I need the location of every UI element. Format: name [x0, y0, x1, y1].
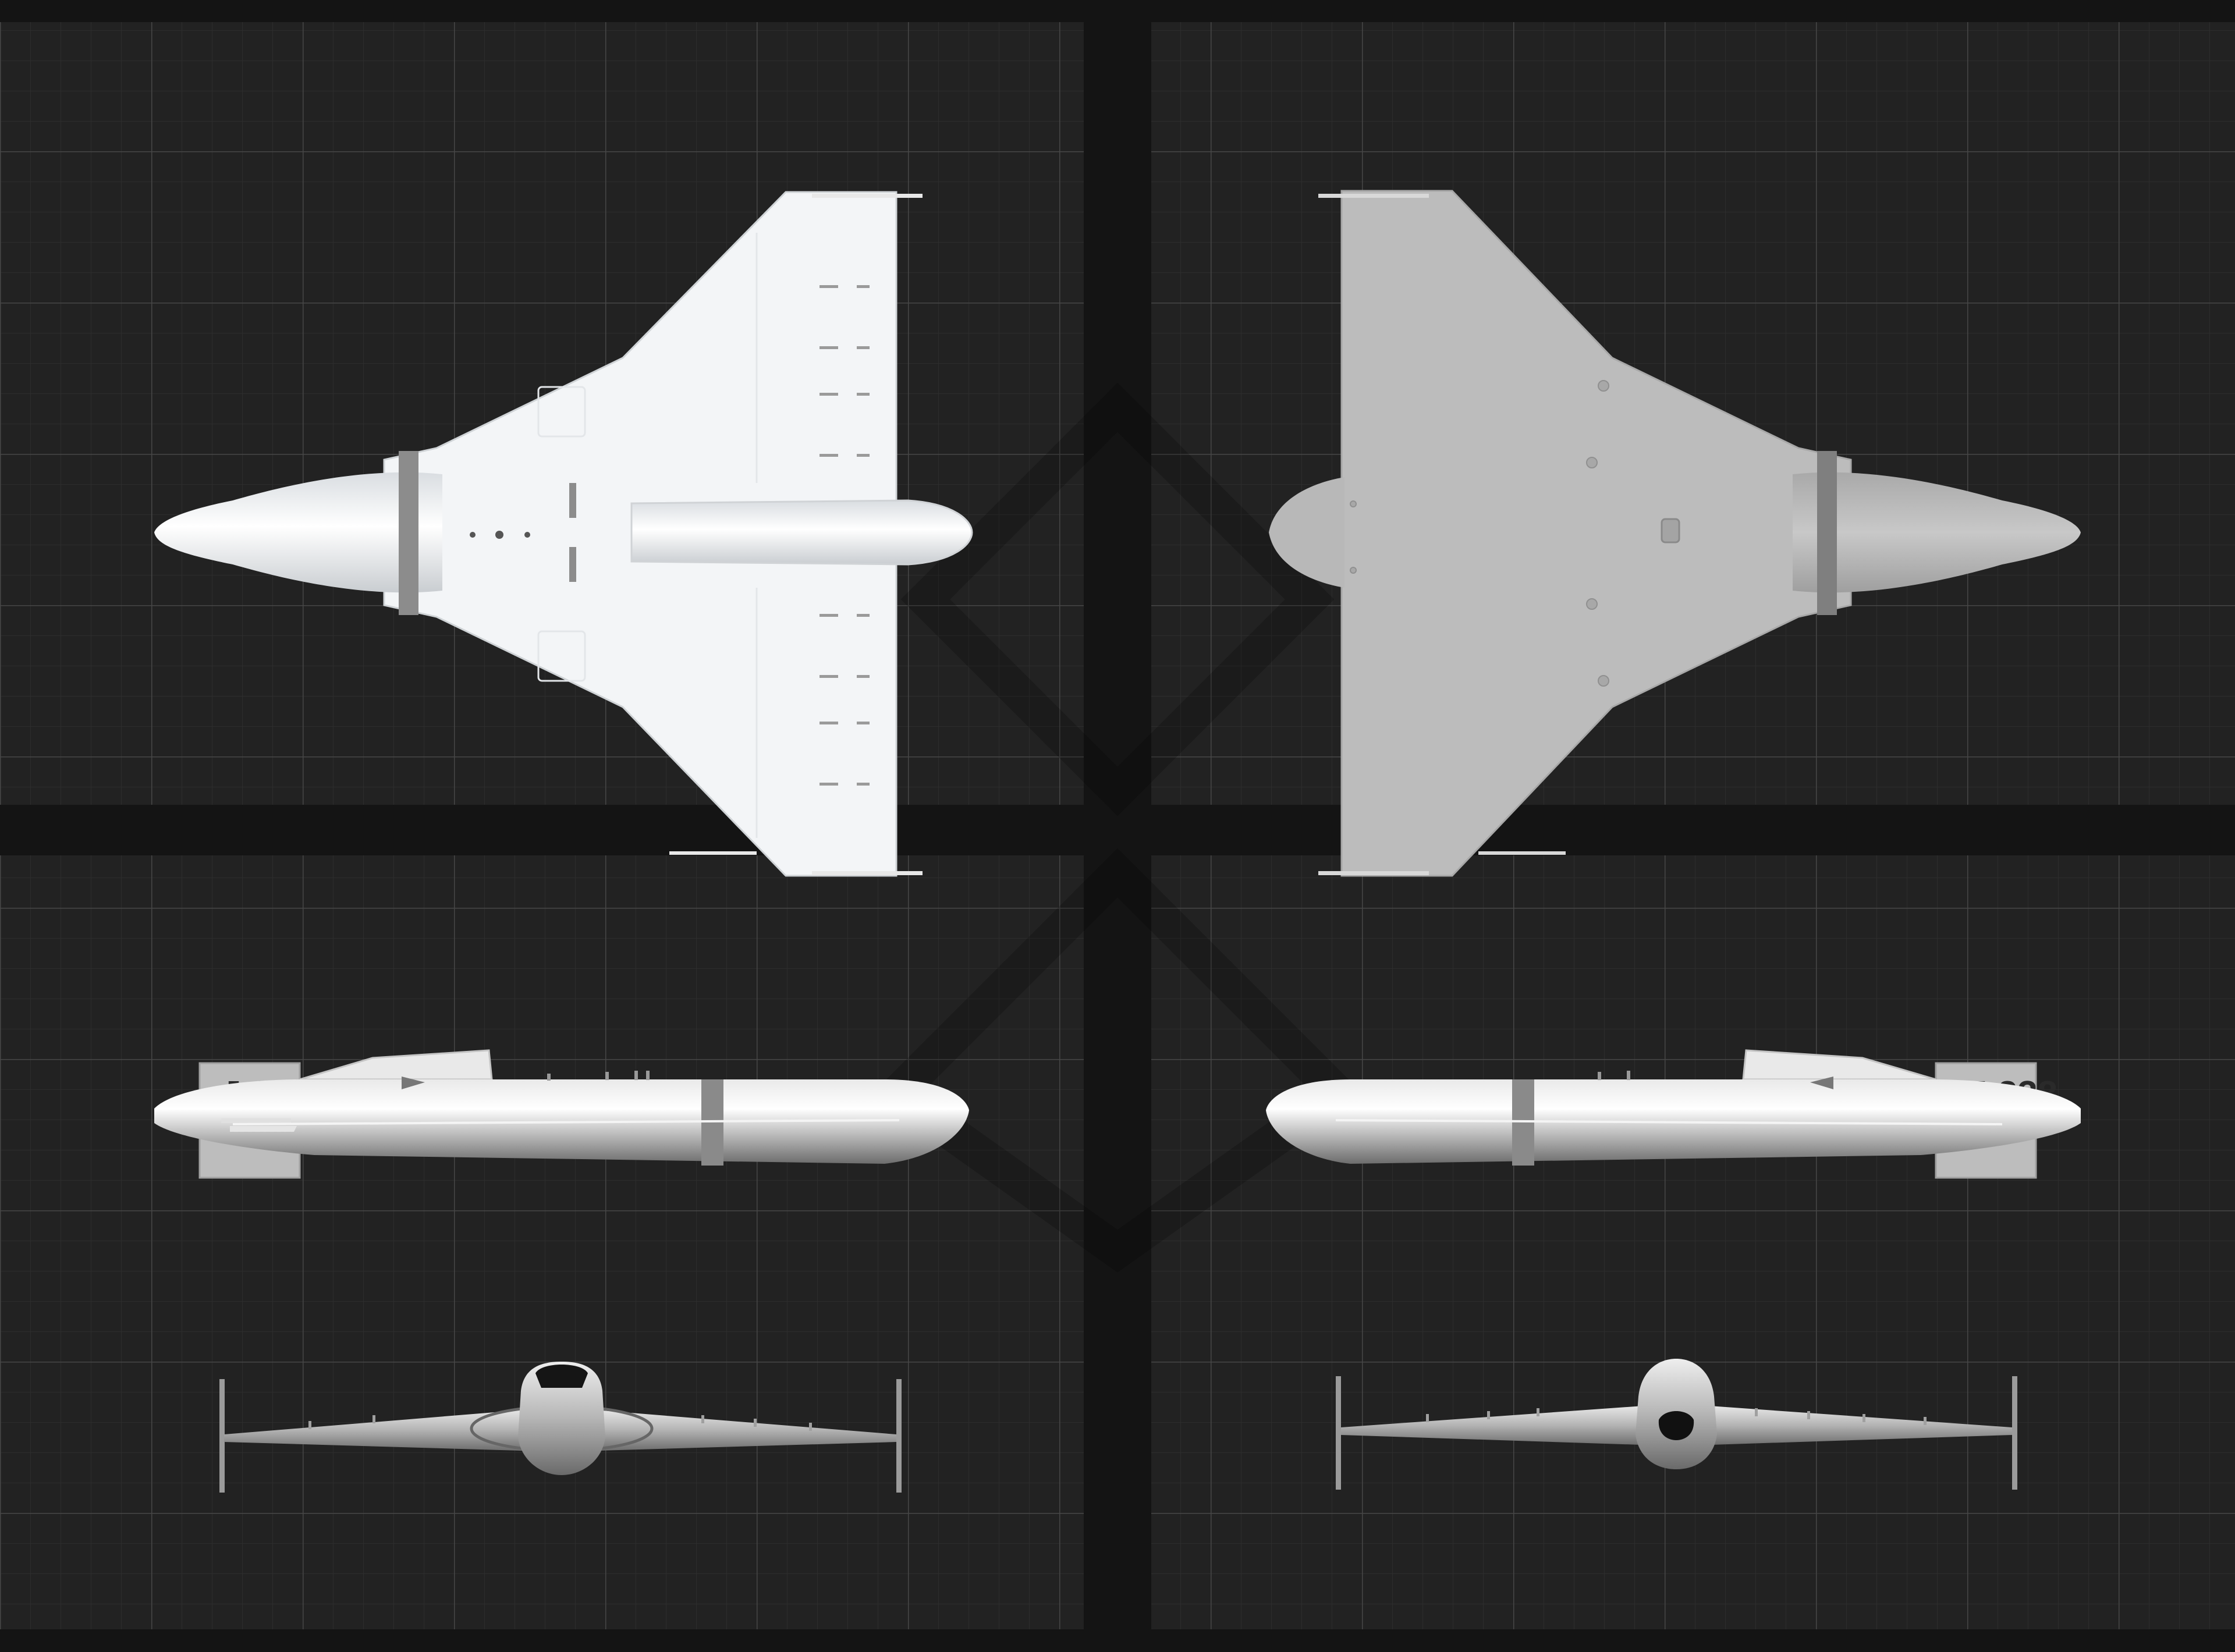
engine-nacelle [630, 499, 973, 566]
drone-top-view [154, 191, 973, 877]
nose-fuselage [154, 472, 442, 593]
grid-panel-bottom-right [1151, 855, 2235, 1629]
delta-wing-underside [1340, 190, 1852, 877]
drone-bottom-view [1269, 190, 2081, 877]
intake-front [535, 1365, 588, 1388]
nose-underside [1793, 472, 2081, 593]
drone-front-view [219, 1362, 902, 1493]
drone-rear-view [1336, 1359, 2017, 1490]
drone-side-view-right: J 238 [1266, 1049, 2081, 1179]
fuselage-front [518, 1362, 605, 1475]
fuselage-band-underside [1817, 451, 1837, 615]
wingtip-fin-upper [812, 194, 923, 198]
grid-panel-bottom-left [0, 855, 1084, 1629]
logo-watermark [869, 382, 1366, 1273]
wingtip-fin-lower [812, 871, 923, 875]
drone-side-view-left: J 238 [154, 1049, 969, 1179]
exhaust-nozzle [1658, 1411, 1694, 1440]
fuselage-band [399, 451, 418, 615]
